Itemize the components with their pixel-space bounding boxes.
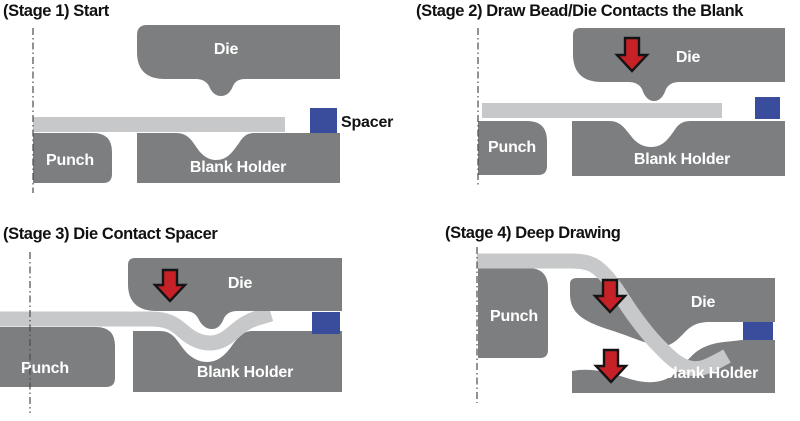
die-shape — [137, 25, 340, 96]
panel-stage1: (Stage 1) Start Die Punch Blank Holder S… — [3, 2, 393, 193]
panel-title-stage1: (Stage 1) Start — [3, 2, 110, 20]
spacer-block — [312, 312, 340, 334]
blank-holder-shape — [572, 121, 785, 176]
punch-label: Punch — [21, 360, 69, 377]
panel-title-stage4: (Stage 4) Deep Drawing — [445, 224, 621, 242]
spacer-block — [743, 322, 773, 340]
die-label: Die — [214, 41, 239, 58]
press-up-force-arrow-icon — [593, 348, 629, 384]
die-label: Die — [676, 49, 701, 66]
punch-label: Punch — [490, 308, 538, 325]
punch-shape — [478, 121, 547, 175]
panel-stage4: (Stage 4) Deep Drawing Die Punch Blank H… — [445, 224, 775, 403]
blank-holder-label: Blank Holder — [190, 159, 286, 176]
blank-holder-shape — [133, 331, 342, 392]
panel-stage2: (Stage 2) Draw Bead/Die Contacts the Bla… — [416, 2, 785, 186]
die-shape — [128, 258, 342, 329]
panel-title-stage2: (Stage 2) Draw Bead/Die Contacts the Bla… — [416, 2, 744, 20]
punch-label: Punch — [46, 152, 94, 169]
spacer-block — [310, 108, 337, 133]
die-label: Die — [691, 294, 716, 311]
punch-label: Punch — [488, 139, 536, 156]
panel-title-stage3: (Stage 3) Die Contact Spacer — [3, 225, 218, 243]
blank-sheet — [33, 117, 285, 132]
blank-sheet — [482, 103, 722, 118]
press-down-arrow-icon — [152, 268, 188, 303]
die-label: Die — [228, 275, 253, 292]
blank-holder-label: Blank Holder — [634, 151, 730, 168]
panel-stage3: (Stage 3) Die Contact Spacer Die Punch B… — [0, 225, 342, 413]
press-down-arrow-icon — [592, 278, 628, 314]
punch-shape — [478, 268, 548, 358]
press-down-arrow-icon — [614, 36, 650, 73]
blank-sheet — [477, 253, 731, 377]
spacer-block — [755, 97, 780, 119]
blank-holder-shape — [137, 133, 340, 183]
punch-shape — [0, 327, 115, 387]
blank-holder-label: Blank Holder — [662, 365, 758, 382]
blank-sheet — [0, 306, 274, 351]
spacer-label: Spacer — [341, 114, 393, 131]
punch-shape — [33, 133, 112, 183]
blank-holder-label: Blank Holder — [197, 364, 293, 381]
